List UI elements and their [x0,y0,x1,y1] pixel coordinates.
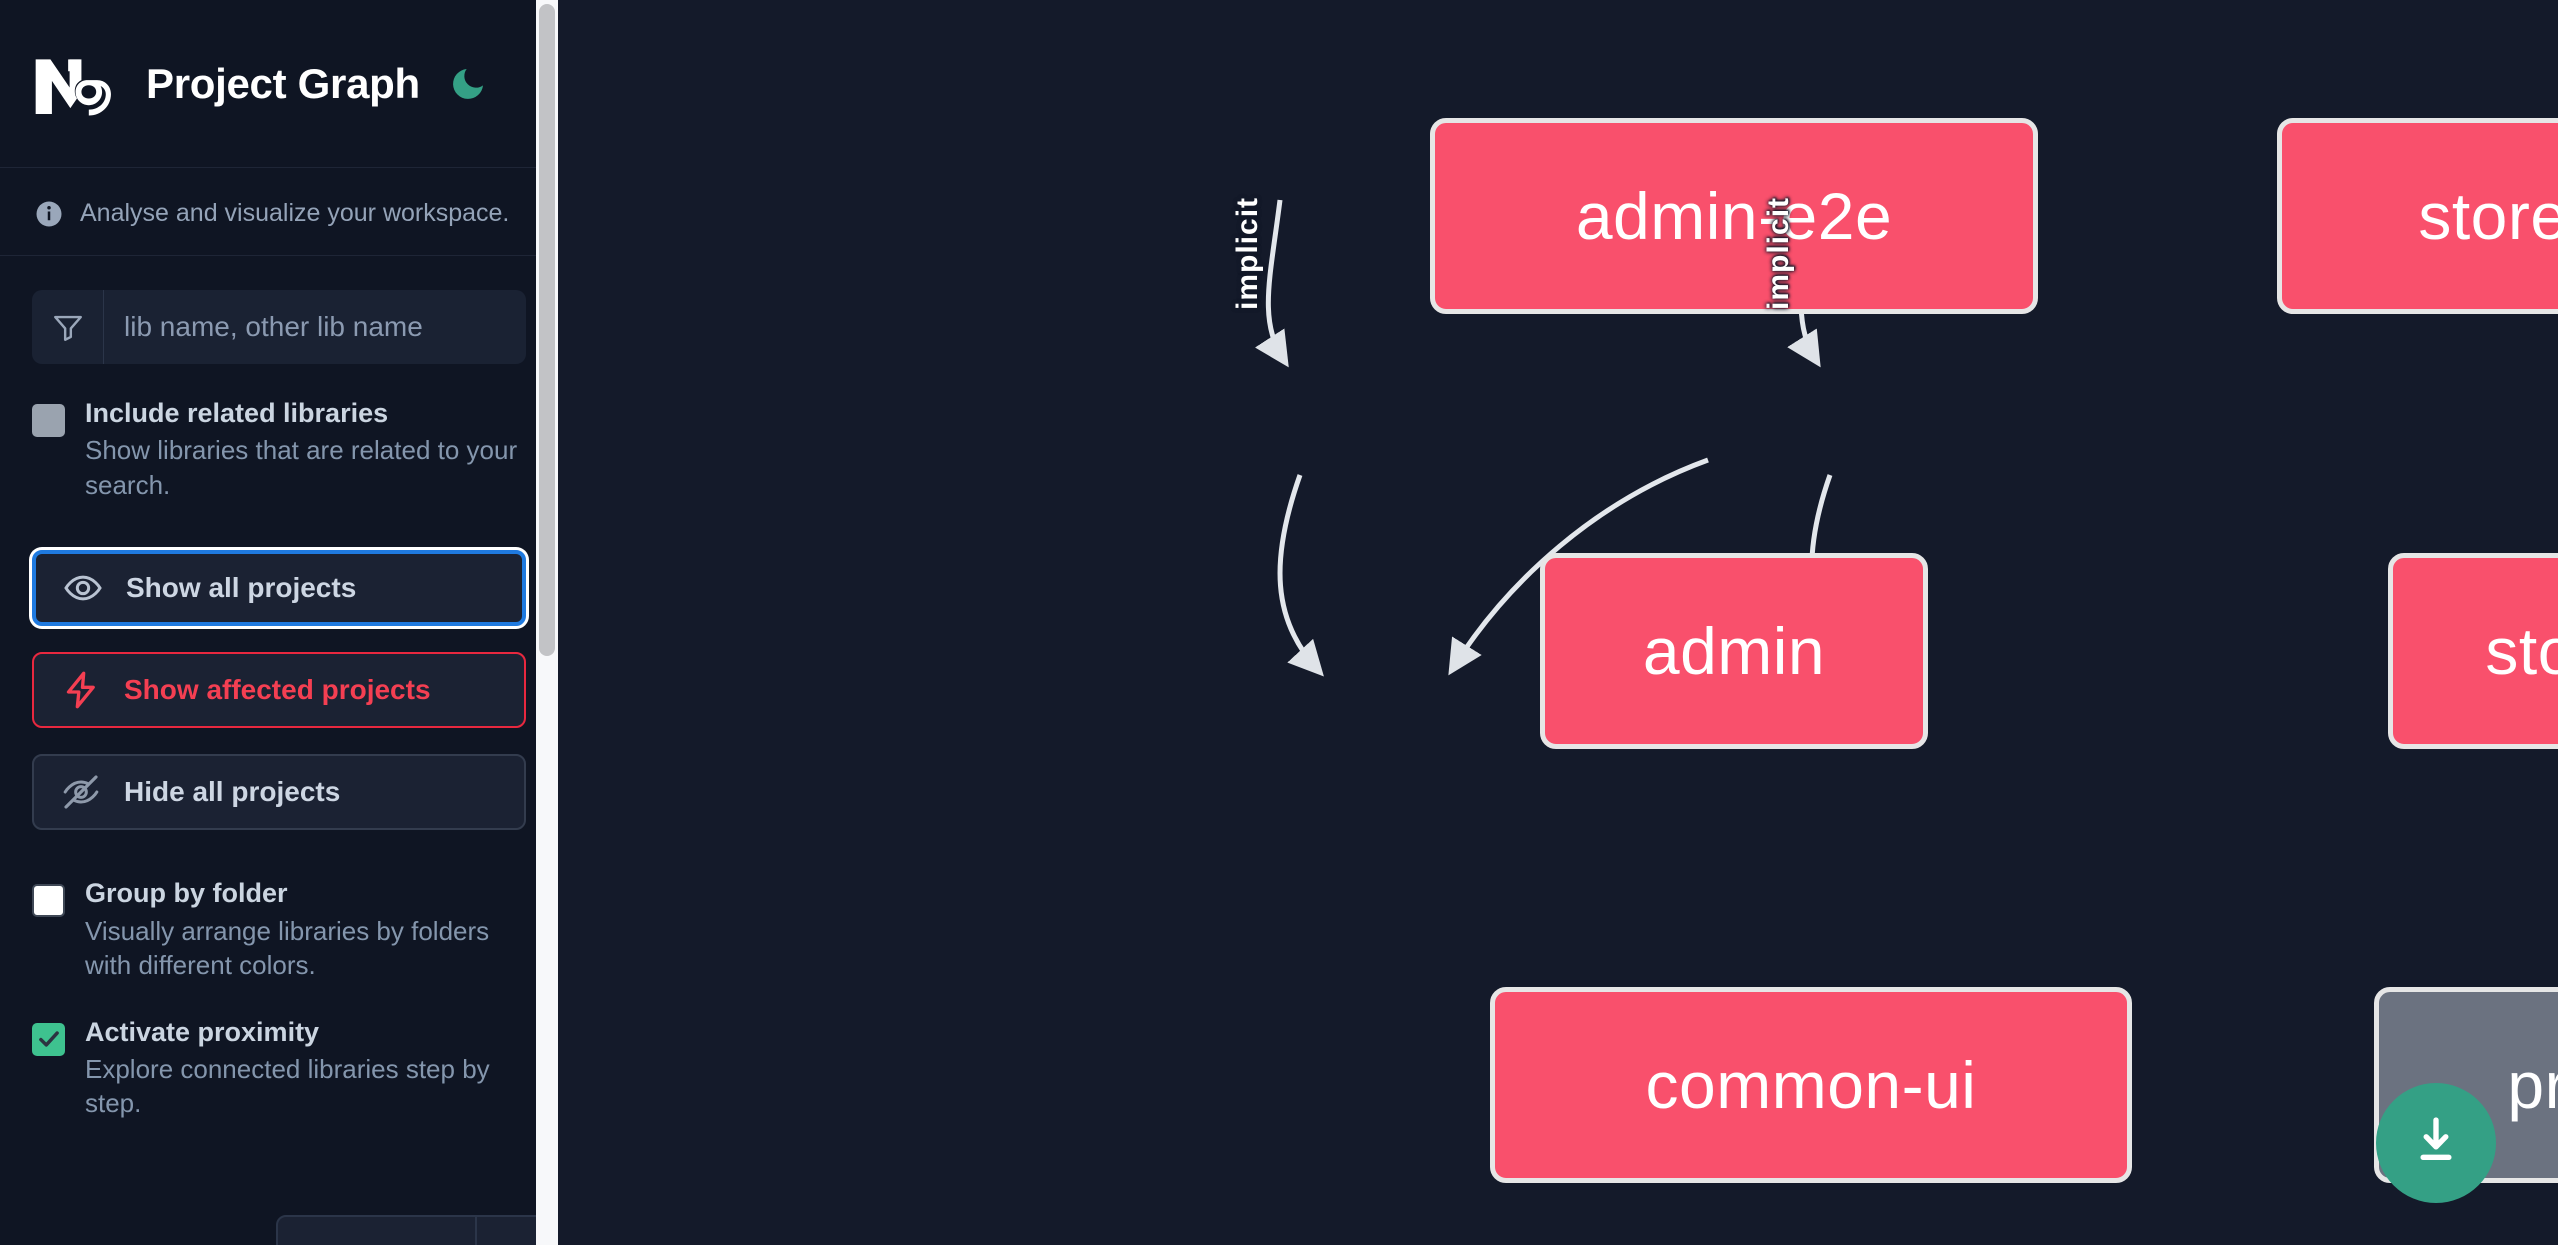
graph-node-label: admin-e2e [1575,179,1893,253]
sidebar-body: Include related libraries Show libraries… [0,256,558,1121]
show-affected-projects-label: Show affected projects [124,674,431,706]
segment-1[interactable] [278,1217,478,1245]
edge-admin-common-ui [1277,474,1324,677]
option-description: Show libraries that are related to your … [85,435,518,500]
option-title: Activate proximity [85,1016,320,1047]
graph-node-label: store-e2e [2418,179,2558,253]
graph-node-admin-e2e[interactable]: admin-e2e [1430,118,2038,314]
graph-node-label: admin [1642,614,1826,688]
activate-proximity-checkbox[interactable] [32,1022,65,1056]
option-title: Include related libraries [85,398,389,429]
option-description: Visually arrange libraries by folders wi… [85,915,490,981]
group-by-folder-checkbox[interactable] [32,884,65,918]
graph-node-store[interactable]: store [2388,553,2558,749]
hide-all-projects-button[interactable]: Hide all projects [32,754,526,831]
download-graph-button[interactable] [2376,1083,2496,1203]
graph-node-label: common-ui [1645,1048,1977,1122]
edge-store-common-ui [1448,457,1709,676]
graph-node-label: store [2485,614,2558,688]
graph-node-store-e2e[interactable]: store-e2e [2277,118,2558,314]
workspace-info: Analyse and visualize your workspace. [0,168,558,257]
option-description: Explore connected libraries step by step… [85,1053,490,1119]
edge-label-implicit-store: implicit [1762,196,1795,310]
lightning-icon [60,669,102,711]
sidebar-scrollbar-thumb[interactable] [539,4,555,656]
search-input[interactable] [104,290,526,365]
eye-off-icon [60,771,102,813]
workspace-info-text: Analyse and visualize your workspace. [80,199,510,227]
show-all-projects-button[interactable]: Show all projects [32,550,526,627]
moon-icon[interactable] [446,62,490,106]
show-affected-projects-button[interactable]: Show affected projects [32,652,526,729]
eye-icon [62,567,104,609]
sidebar-scrollbar[interactable] [536,0,558,1245]
sidebar-header: Project Graph [0,0,558,168]
nx-logo-icon [32,55,122,117]
include-related-libraries-checkbox[interactable] [32,404,65,438]
option-activate-proximity[interactable]: Activate proximity Explore connected lib… [32,1017,526,1121]
app-title: Project Graph [146,59,420,107]
graph-node-label: products [2507,1048,2558,1122]
info-icon [34,199,64,229]
filter-funnel-icon [32,290,104,365]
sidebar: Project Graph Analyse and visualize your… [0,0,558,1245]
segmented-control-partial[interactable] [276,1215,558,1245]
edge-admin-e2e-admin [1255,199,1289,368]
edge-label-implicit-admin: implicit [1231,196,1264,310]
graph-node-admin[interactable]: admin [1540,553,1928,749]
option-title: Group by folder [85,878,288,909]
search-box[interactable] [32,290,526,365]
graph-canvas[interactable]: implicit implicit admin-e2e store-e2e ad… [558,0,2558,1245]
show-all-projects-label: Show all projects [126,572,357,604]
download-icon [2408,1113,2464,1174]
option-include-related-libraries[interactable]: Include related libraries Show libraries… [32,398,526,502]
graph-node-common-ui[interactable]: common-ui [1490,987,2132,1183]
option-group-by-folder[interactable]: Group by folder Visually arrange librari… [32,878,526,982]
hide-all-projects-label: Hide all projects [124,776,341,808]
